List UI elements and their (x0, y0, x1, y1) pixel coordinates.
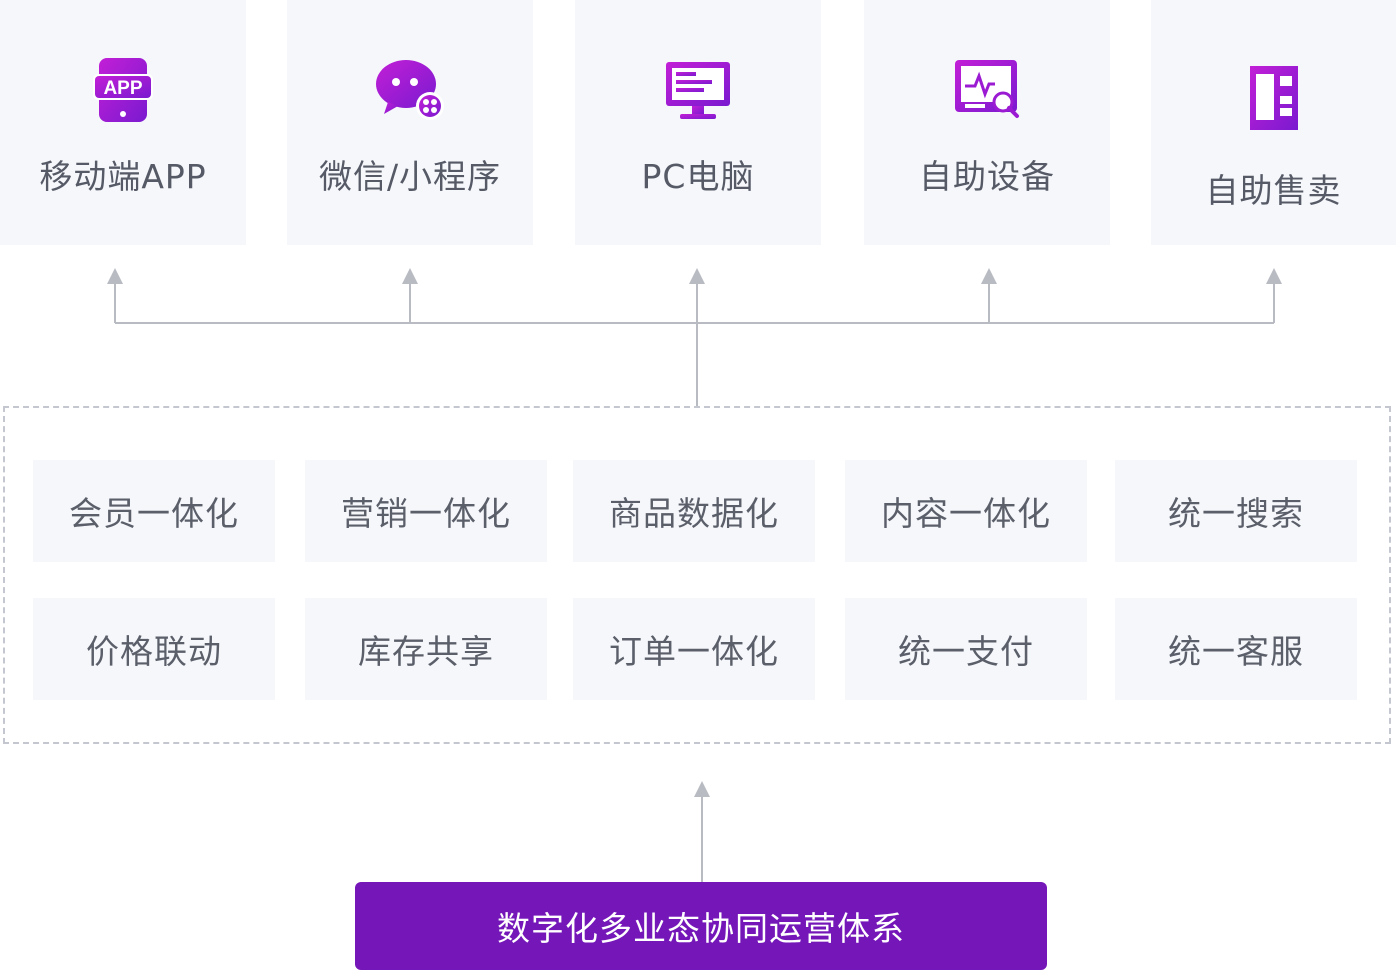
channel-label-wechat: 微信/小程序 (318, 157, 502, 196)
arrow-up-icon (689, 268, 705, 284)
mobile-app-icon: APP (87, 54, 159, 126)
channel-label-vending: 自助售卖 (1205, 171, 1342, 210)
capability-product-data: 商品数据化 (573, 460, 815, 562)
app-badge-text: APP (103, 78, 142, 99)
capability-customer-service: 统一客服 (1115, 598, 1357, 700)
capability-group-frame (3, 406, 1391, 744)
channel-card-wechat: 微信/小程序 (287, 0, 533, 245)
capability-marketing: 营销一体化 (305, 460, 547, 562)
arrow-up-icon (981, 268, 997, 284)
foundation-system-bar: 数字化多业态协同运营体系 (355, 882, 1047, 970)
self-service-device-icon (951, 54, 1023, 126)
wechat-miniprogram-icon (374, 54, 446, 126)
arrow-up-icon (1266, 268, 1282, 284)
channel-card-app: APP 移动端APP (0, 0, 246, 245)
channel-card-vending: 自助售卖 (1151, 0, 1396, 245)
capability-search: 统一搜索 (1115, 460, 1357, 562)
arrow-up-icon (402, 268, 418, 284)
capability-payment: 统一支付 (845, 598, 1087, 700)
capability-content: 内容一体化 (845, 460, 1087, 562)
channel-card-pc: PC电脑 (575, 0, 821, 245)
channel-label-kiosk: 自助设备 (919, 157, 1055, 196)
channel-card-kiosk: 自助设备 (864, 0, 1110, 245)
capability-price: 价格联动 (33, 598, 275, 700)
capability-member: 会员一体化 (33, 460, 275, 562)
capability-order: 订单一体化 (573, 598, 815, 700)
channel-label-pc: PC电脑 (641, 157, 755, 196)
pc-monitor-icon (662, 54, 734, 126)
arrow-up-icon (107, 268, 123, 284)
vending-machine-icon (1238, 62, 1310, 134)
capability-inventory: 库存共享 (305, 598, 547, 700)
channel-label-app: 移动端APP (39, 157, 207, 196)
arrow-up-icon (694, 781, 710, 797)
